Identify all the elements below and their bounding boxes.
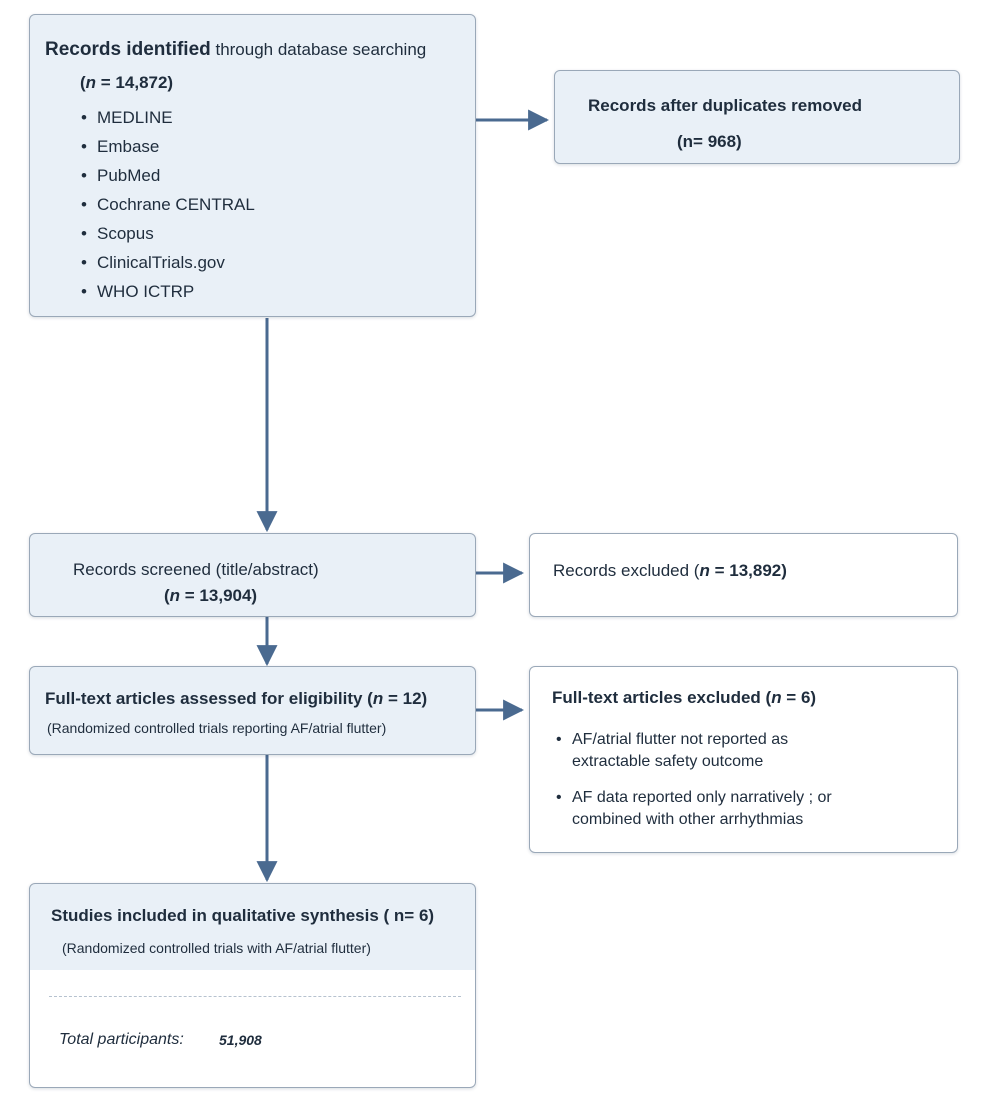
duplicates-box: Records after duplicates removed (n= 968…: [554, 70, 960, 164]
excluded-box: Records excluded (n = 13,892): [529, 533, 958, 617]
screened-count: (n = 13,904): [164, 586, 258, 605]
database-item: Embase: [77, 132, 255, 161]
screened-box: Records screened (title/abstract) (n = 1…: [29, 533, 476, 617]
identified-title: Records identified through database sear…: [45, 39, 427, 60]
exclusion-reason-line: AF data reported only narratively ; or: [572, 789, 832, 806]
ft-excluded-title: Full-text articles excluded (n = 6): [552, 688, 817, 707]
database-item: WHO ICTRP: [77, 277, 255, 306]
exclusion-reasons-list: AF/atrial flutter not reported as extract…: [552, 729, 832, 845]
database-list: MEDLINEEmbasePubMedCochrane CENTRALScopu…: [77, 103, 255, 306]
duplicates-count: (n= 968): [677, 132, 742, 151]
exclusion-reason-line: AF/atrial flutter not reported as: [572, 731, 789, 748]
identified-box: Records identified through database sear…: [29, 14, 476, 317]
database-item: PubMed: [77, 161, 255, 190]
included-box: Studies included in qualitative synthesi…: [29, 883, 476, 1088]
database-item: Scopus: [77, 219, 255, 248]
exclusion-reason-line: extractable safety outcome: [572, 753, 764, 770]
included-title: Studies included in qualitative synthesi…: [51, 906, 435, 925]
fulltext-box: Full-text articles assessed for eligibil…: [29, 666, 476, 755]
included-subtitle: (Randomized controlled trials with AF/at…: [62, 940, 371, 956]
total-participants-label: Total participants:: [59, 1031, 184, 1048]
database-item: MEDLINE: [77, 103, 255, 132]
included-divider: [49, 996, 461, 997]
screened-title: Records screened (title/abstract): [73, 560, 319, 579]
exclusion-reason: AF data reported only narratively ; or co…: [552, 787, 832, 831]
exclusion-reason: AF/atrial flutter not reported as extract…: [552, 729, 832, 773]
duplicates-title: Records after duplicates removed: [588, 96, 862, 115]
fulltext-subtitle: (Randomized controlled trials reporting …: [47, 720, 387, 736]
fulltext-title: Full-text articles assessed for eligibil…: [45, 689, 428, 708]
database-item: Cochrane CENTRAL: [77, 190, 255, 219]
total-participants-value: 51,908: [219, 1032, 262, 1048]
excluded-text: Records excluded (n = 13,892): [553, 561, 787, 580]
identified-count: (n = 14,872): [80, 73, 174, 92]
database-item: ClinicalTrials.gov: [77, 248, 255, 277]
exclusion-reason-line: combined with other arrhythmias: [572, 811, 804, 828]
ft-excluded-box: Full-text articles excluded (n = 6) AF/a…: [529, 666, 958, 853]
